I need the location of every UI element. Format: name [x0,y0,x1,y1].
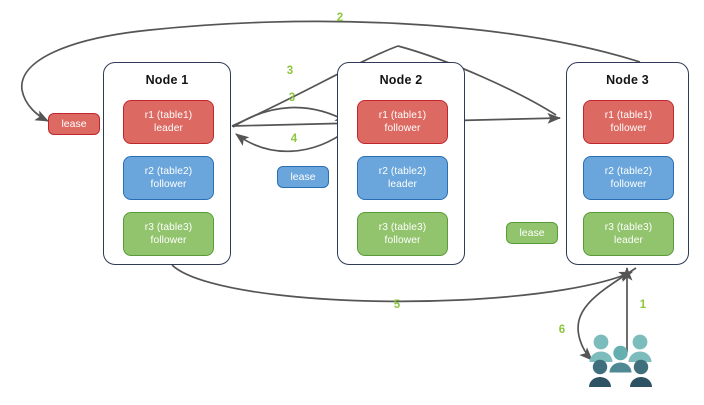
replica-name: r1 (table1) [144,110,193,121]
replica-role: follower [610,123,647,134]
edge-label-3a: 3 [286,65,294,77]
replica-node3-r1: r1 (table1) follower [583,100,674,144]
edge-label-4: 4 [290,133,298,145]
lease-label: lease [61,118,87,130]
node-title-node1: Node 1 [145,73,189,87]
replica-name: r2 (table2) [604,166,653,177]
edge-label-6: 6 [558,324,566,336]
replica-name: r3 (table3) [144,222,193,233]
edge-5-path [171,264,633,303]
replica-name: r2 (table2) [144,166,193,177]
replica-node1-r3: r3 (table3) follower [123,212,214,256]
replica-name: r3 (table3) [604,222,653,233]
replica-role: leader [614,235,643,246]
replica-name: r3 (table3) [378,222,427,233]
replica-role: follower [610,179,647,190]
lease-badge-red: lease [48,113,100,135]
replica-name: r2 (table2) [378,166,427,177]
edge-label-3b: 3 [288,92,296,104]
replica-role: follower [384,235,421,246]
replica-role: follower [150,179,187,190]
edge-3b-path [232,106,349,128]
replica-node3-r2: r2 (table2) follower [583,156,674,200]
node-title-node3: Node 3 [606,73,649,87]
replica-node1-r2: r2 (table2) follower [123,156,214,200]
lease-badge-blue: lease [277,166,329,188]
replica-node2-r1: r1 (table1) follower [357,100,448,144]
node-box-node2: Node 2 r1 (table1) follower r2 (table2) … [337,62,465,265]
replica-role: follower [384,123,421,134]
clients-group-icon [588,332,660,394]
replica-node1-r1: r1 (table1) leader [123,100,214,144]
lease-label: lease [519,227,545,239]
replica-name: r1 (table1) [604,110,653,121]
node-title-node2: Node 2 [379,73,423,87]
replica-node2-r2: r2 (table2) leader [357,156,448,200]
node-box-node3: Node 3 r1 (table1) follower r2 (table2) … [566,62,689,265]
replica-role: leader [388,179,417,190]
lease-label: lease [290,171,316,183]
replica-role: follower [150,235,187,246]
replica-name: r1 (table1) [378,110,427,121]
replica-node3-r3: r3 (table3) leader [583,212,674,256]
edge-label-5: 5 [393,299,401,311]
replica-role: leader [154,123,183,134]
replica-node2-r3: r3 (table3) follower [357,212,448,256]
lease-badge-green: lease [506,222,558,244]
node-box-node1: Node 1 r1 (table1) leader r2 (table2) fo… [103,62,231,265]
edge-label-1: 1 [639,299,647,311]
edge-label-2: 2 [336,12,344,24]
